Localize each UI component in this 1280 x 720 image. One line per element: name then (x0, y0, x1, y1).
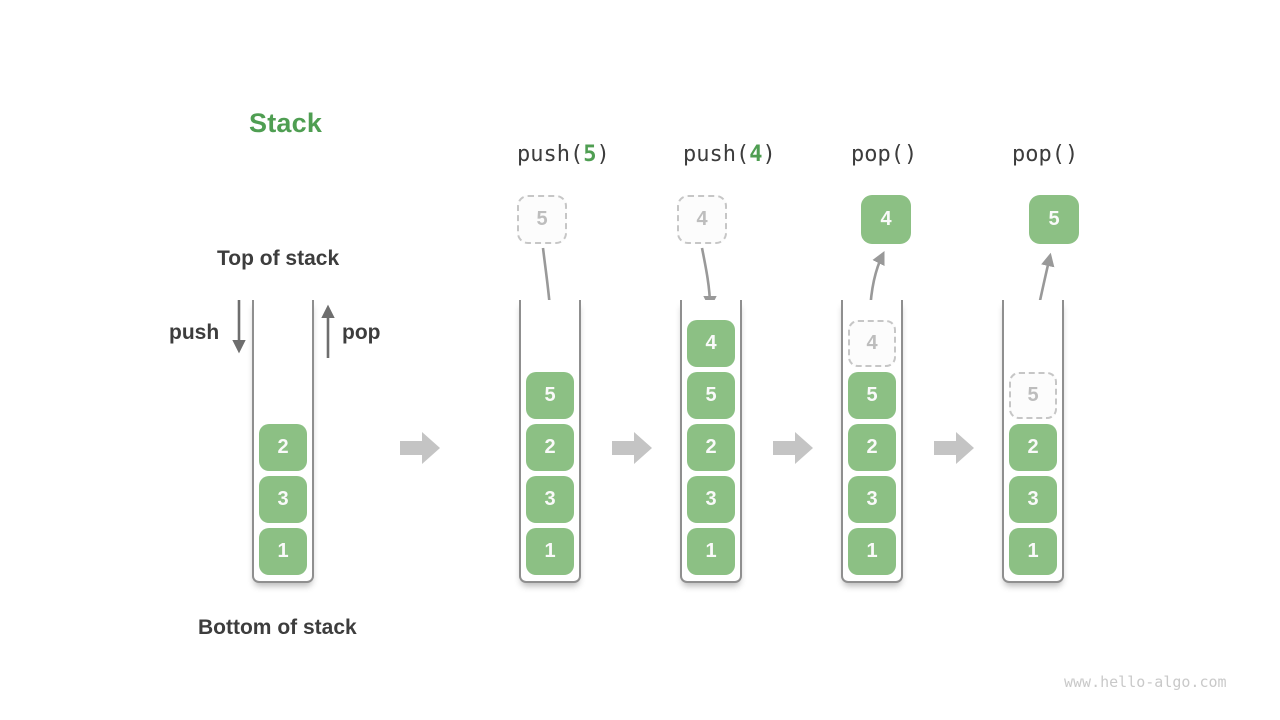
stack-cell-solid: 1 (687, 528, 735, 575)
diagram-title: Stack (249, 108, 323, 138)
stack-cell-solid: 2 (526, 424, 574, 471)
stack-after-pop-4-container: 4 5 2 3 1 (841, 300, 903, 583)
op-suffix: ) (903, 142, 918, 167)
stack-cell-solid: 5 (526, 372, 574, 419)
op-suffix: ) (596, 142, 610, 167)
op-argument: 5 (583, 142, 597, 167)
flow-arrow-1 (400, 432, 440, 464)
stack-cell-solid: 2 (259, 424, 307, 471)
push-4-motion-arrow (700, 247, 717, 310)
stack-cell-solid: 2 (848, 424, 896, 471)
op-prefix: push( (683, 142, 750, 167)
floating-element-4-solid: 4 (861, 195, 911, 244)
stack-cell-solid: 5 (848, 372, 896, 419)
op-argument: 4 (749, 142, 763, 167)
stack-initial-container: 2 3 1 (252, 300, 314, 583)
operation-label-push5: push(5) (517, 142, 610, 167)
flow-arrow-2 (612, 432, 652, 464)
op-prefix: pop( (851, 142, 904, 167)
floating-element-5-solid: 5 (1029, 195, 1079, 244)
op-suffix: ) (1064, 142, 1079, 167)
stack-cell-solid: 3 (848, 476, 896, 523)
stack-cell-solid: 2 (687, 424, 735, 471)
floating-element-4-ghost: 4 (677, 195, 727, 244)
stack-after-pop-5-container: 5 2 3 1 (1002, 300, 1064, 583)
watermark: www.hello-algo.com (1064, 673, 1227, 691)
flow-arrow-3 (773, 432, 813, 464)
top-of-stack-label: Top of stack (217, 247, 340, 270)
operation-label-pop: pop() (1012, 142, 1078, 167)
op-suffix: ) (762, 142, 776, 167)
stack-cell-solid: 1 (1009, 528, 1057, 575)
stack-cell-solid: 3 (526, 476, 574, 523)
stack-cell-ghost: 4 (848, 320, 896, 367)
stack-cell-solid: 1 (526, 528, 574, 575)
stack-cell-solid: 1 (259, 528, 307, 575)
stack-cell-solid: 4 (687, 320, 735, 367)
bottom-of-stack-label: Bottom of stack (198, 616, 357, 639)
stack-cell-solid: 3 (259, 476, 307, 523)
stack-cell-ghost: 5 (1009, 372, 1057, 419)
stack-cell-solid: 2 (1009, 424, 1057, 471)
operation-label-push4: push(4) (683, 142, 776, 167)
stack-after-push-4-container: 4 5 2 3 1 (680, 300, 742, 583)
operation-label-pop: pop() (851, 142, 917, 167)
stack-after-push-5-container: 5 2 3 1 (519, 300, 581, 583)
op-prefix: pop( (1012, 142, 1065, 167)
floating-element-5-ghost: 5 (517, 195, 567, 244)
push-label: push (169, 321, 220, 344)
stack-cell-solid: 5 (687, 372, 735, 419)
stack-cell-solid: 3 (1009, 476, 1057, 523)
stack-cell-solid: 3 (687, 476, 735, 523)
flow-arrow-4 (934, 432, 974, 464)
pop-label: pop (342, 321, 381, 344)
op-prefix: push( (517, 142, 584, 167)
stack-cell-solid: 1 (848, 528, 896, 575)
